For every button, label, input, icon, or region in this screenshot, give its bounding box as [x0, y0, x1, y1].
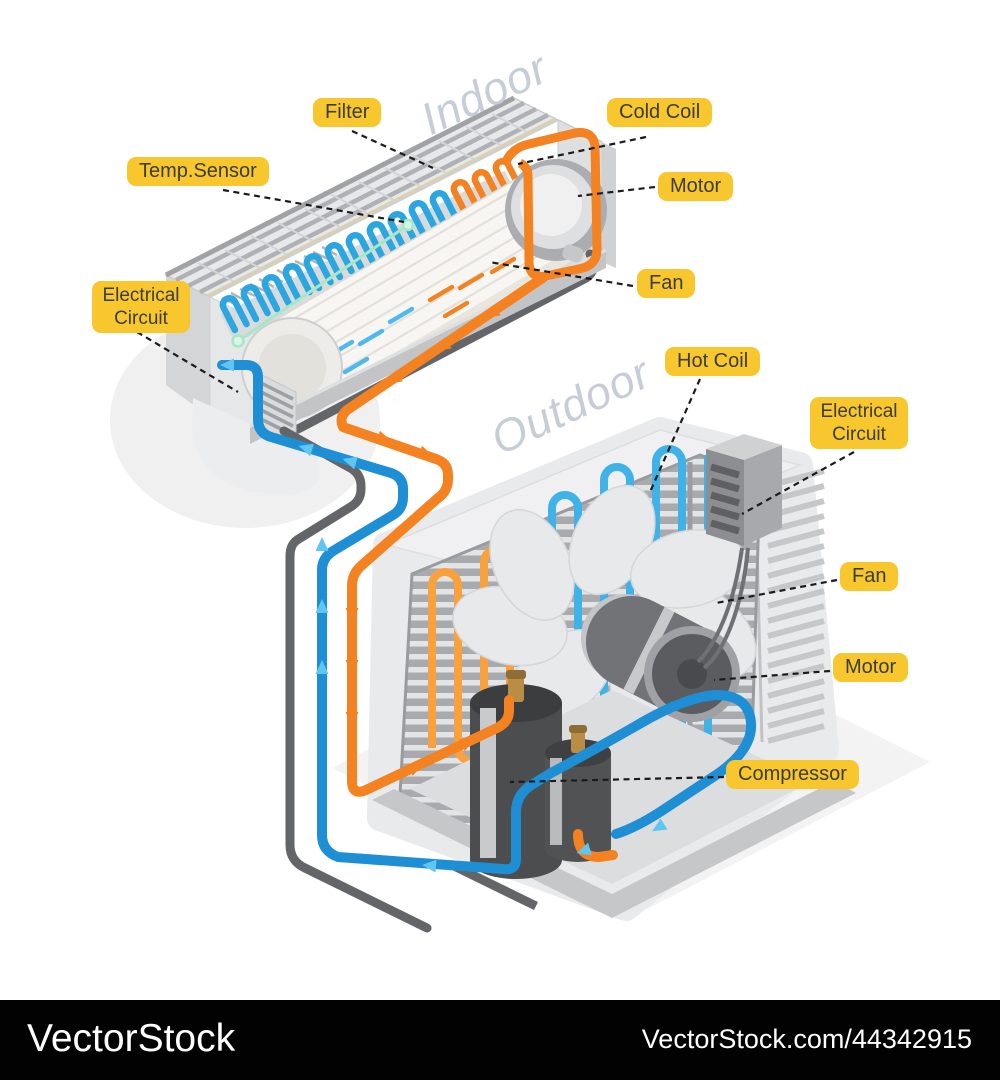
- footer-bar: VectorStock VectorStock.com/44342915: [0, 1000, 1000, 1080]
- outdoor-unit: [367, 417, 856, 921]
- pipe-orange: [336, 272, 549, 797]
- pipe-gray: [279, 426, 432, 933]
- outdoor-electrical-box: [696, 434, 782, 670]
- label-motor-outdoor: Motor: [833, 653, 909, 682]
- label-cold-coil: Cold Coil: [607, 98, 713, 127]
- label-compressor: Compressor: [726, 760, 859, 789]
- cold-coil-fins: [219, 158, 523, 334]
- footer-brand: VectorStock: [27, 1017, 236, 1060]
- label-temp-sensor: Temp.Sensor: [127, 157, 269, 186]
- temp-sensor-line: [231, 218, 415, 348]
- label-fan-outdoor: Fan: [840, 562, 899, 591]
- label-motor-indoor: Motor: [658, 172, 734, 201]
- orange-pipe-loop: [500, 128, 602, 281]
- leader-lines: [136, 129, 855, 784]
- label-fan-indoor: Fan: [637, 269, 696, 298]
- footer-url: VectorStock.com/44342915: [641, 1024, 972, 1054]
- label-filter: Filter: [313, 98, 382, 127]
- label-electrical-circuit-indoor: Electrical Circuit: [92, 281, 190, 333]
- pipe-blue: [217, 360, 556, 875]
- refrigerant-pipes: [217, 272, 757, 933]
- label-hot-coil: Hot Coil: [665, 347, 761, 376]
- label-electrical-circuit-outdoor: Electrical Circuit: [810, 397, 908, 449]
- indoor-unit: [164, 95, 616, 496]
